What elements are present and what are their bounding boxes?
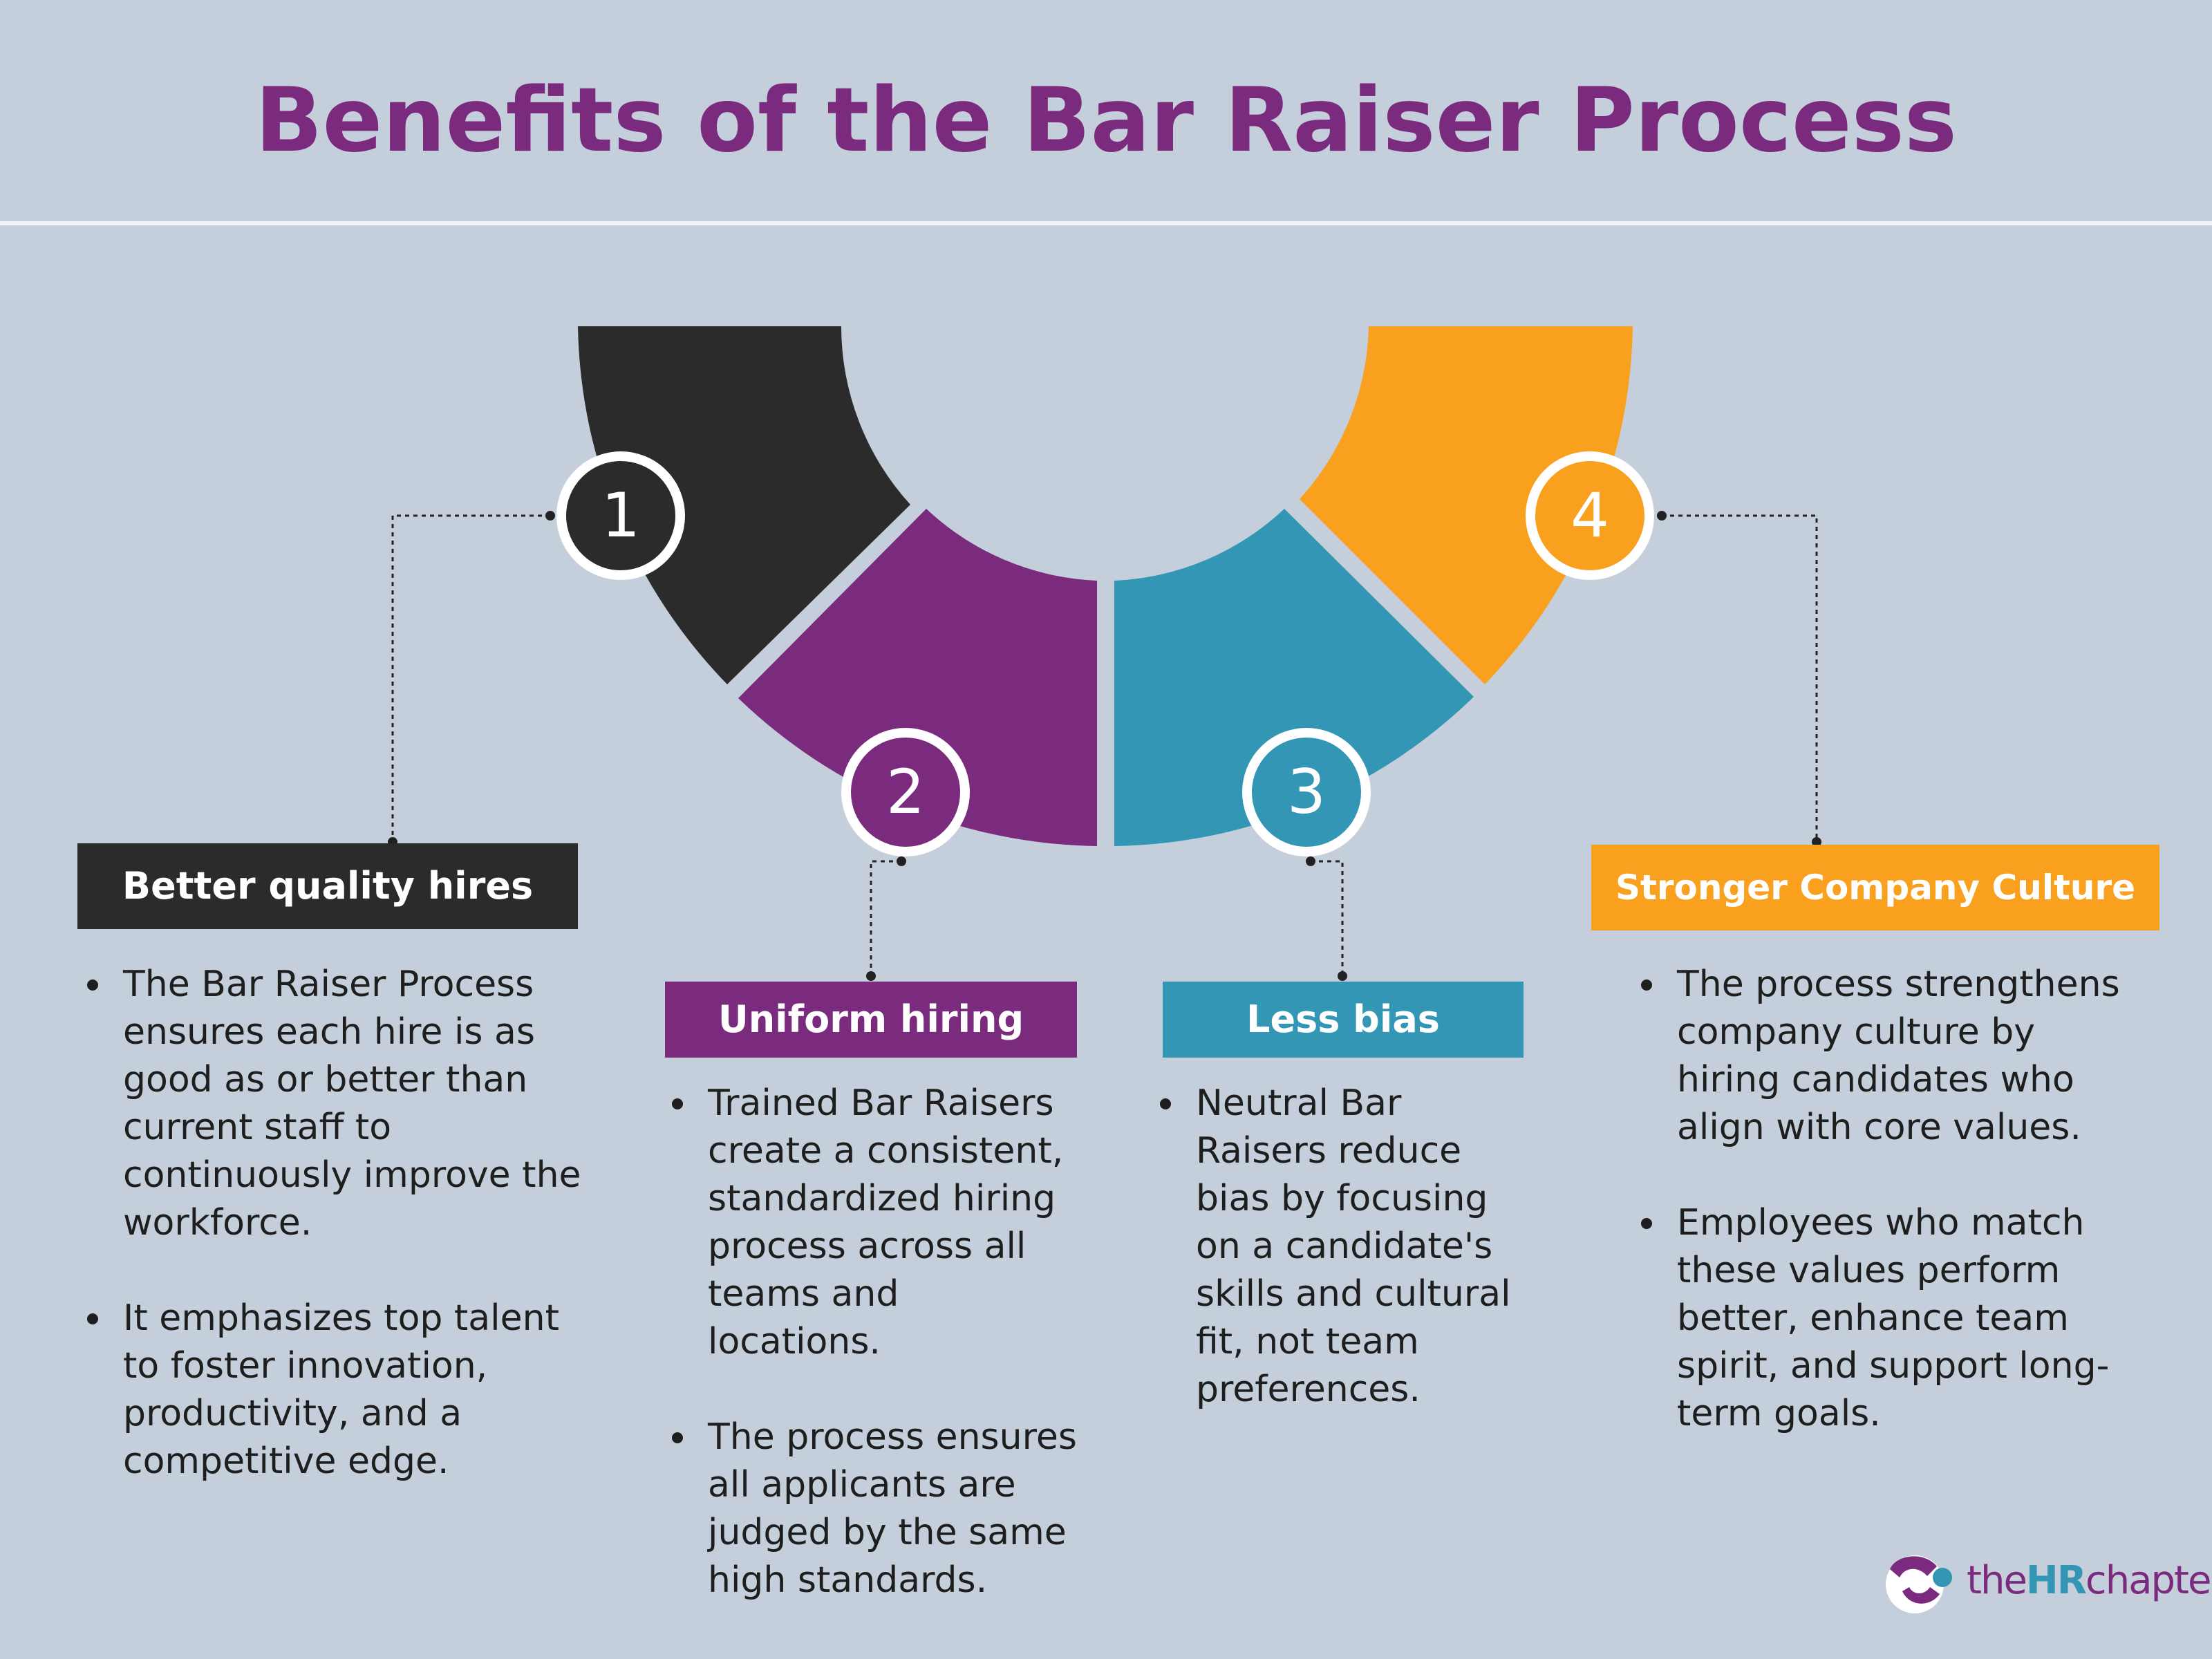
- step-1-bullets: The Bar Raiser Process ensures each hire…: [79, 961, 604, 1533]
- logo-highlight: HR: [2025, 1558, 2087, 1603]
- connector-2: [870, 860, 901, 976]
- step-label-2: Uniform hiring: [665, 982, 1077, 1058]
- step-number-1: 1: [601, 480, 640, 551]
- step-circle-1: 1: [556, 451, 685, 580]
- bullet-item: The process strengthens company culture …: [1633, 961, 2144, 1152]
- step-label-4: Stronger Company Culture: [1591, 845, 2159, 930]
- step-label-1: Better quality hires: [77, 843, 578, 929]
- title-divider: [0, 221, 2212, 225]
- step-4-bullets: The process strengthens company culture …: [1633, 961, 2144, 1485]
- bullet-item: Neutral Bar Raisers reduce bias by focus…: [1152, 1080, 1539, 1414]
- bullet-item: The process ensures all applicants are j…: [664, 1414, 1078, 1604]
- connector-dot: [866, 971, 876, 981]
- arc-segment-3: [1114, 509, 1474, 846]
- bullet-item: The Bar Raiser Process ensures each hire…: [79, 961, 604, 1247]
- step-circle-4: 4: [1526, 451, 1654, 580]
- step-circle-3: 3: [1242, 728, 1371, 856]
- brand-logo-text: theHRchapter: [1967, 1558, 2212, 1603]
- arc-segment-4: [1300, 326, 1633, 684]
- connector-dot: [897, 856, 906, 866]
- step-3-bullets: Neutral Bar Raisers reduce bias by focus…: [1152, 1080, 1539, 1461]
- step-label-3: Less bias: [1163, 982, 1524, 1058]
- arc-segment-2: [738, 509, 1097, 846]
- connector-dot: [1306, 856, 1315, 866]
- logo-suffix: chapter: [2085, 1558, 2212, 1603]
- connector-dot: [1657, 511, 1667, 521]
- hr-chapter-logo-icon: [1886, 1555, 1952, 1613]
- connector-1: [391, 514, 550, 842]
- step-circle-2: 2: [841, 728, 970, 856]
- bullet-item: It emphasizes top talent to foster innov…: [79, 1295, 604, 1485]
- bullet-item: Employees who match these values perform…: [1633, 1199, 2144, 1438]
- bullet-item: Trained Bar Raisers create a consistent,…: [664, 1080, 1078, 1366]
- page-title: Benefits of the Bar Raiser Process: [254, 69, 1958, 172]
- connector-dot: [1338, 971, 1347, 981]
- arc-segment-1: [578, 326, 910, 684]
- connector-4: [1662, 514, 1818, 842]
- step-number-3: 3: [1287, 756, 1326, 827]
- connector-dot: [1812, 837, 1821, 847]
- connector-dot: [545, 511, 555, 521]
- step-2-bullets: Trained Bar Raisers create a consistent,…: [664, 1080, 1078, 1652]
- logo-prefix: the: [1967, 1558, 2027, 1603]
- connector-3: [1311, 860, 1344, 976]
- step-number-4: 4: [1571, 480, 1609, 551]
- step-number-2: 2: [886, 756, 925, 827]
